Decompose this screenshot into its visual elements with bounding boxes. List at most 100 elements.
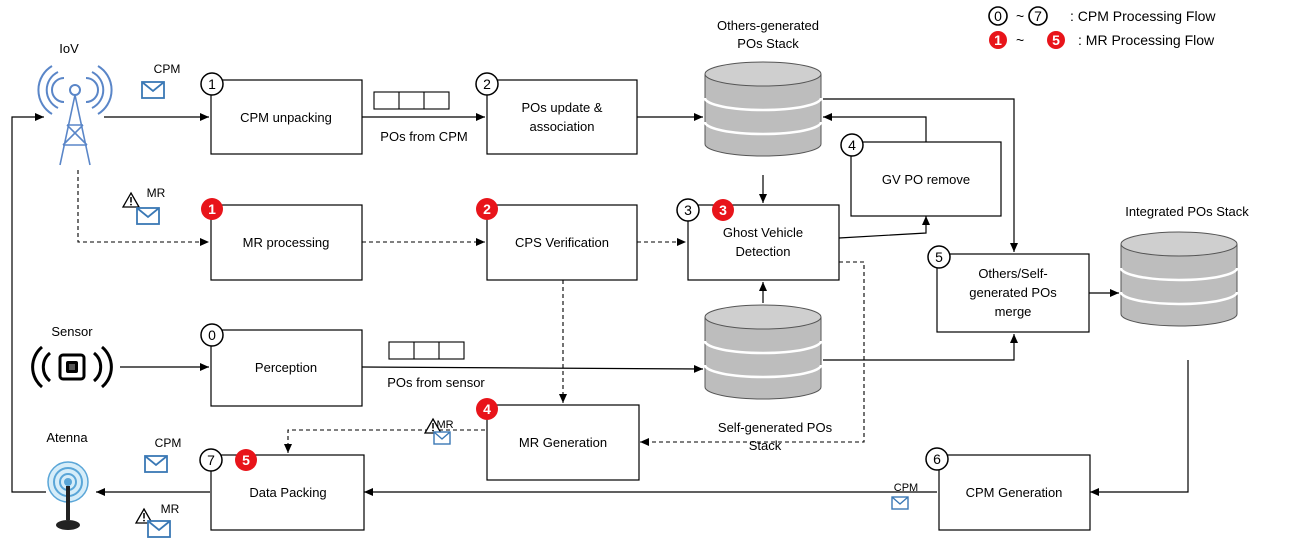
edge-gv-remove-to-others-stack xyxy=(823,113,927,142)
self-stack-label-2: Stack xyxy=(749,438,782,453)
box-mr-processing xyxy=(210,204,363,281)
box-cps-verification xyxy=(486,204,638,281)
self-stack-cylinder-icon xyxy=(703,303,823,401)
mr-gen-mr-message: MR xyxy=(424,418,454,445)
cpm-step-4: 4 xyxy=(848,137,856,153)
pos-from-sensor-label: POs from sensor xyxy=(387,375,485,390)
edge-mr-gen-to-packing xyxy=(284,429,485,453)
pos-from-cpm-label: POs from CPM xyxy=(380,129,467,144)
box-perception xyxy=(210,329,363,407)
packing-mr-label: MR xyxy=(161,502,180,516)
mr-gen-mr-label: MR xyxy=(436,419,453,431)
box-merge xyxy=(936,253,1090,333)
mr-step-3-badge xyxy=(712,199,734,221)
cpm-step-7-badge xyxy=(199,448,223,472)
cell-tower-icon xyxy=(37,65,113,166)
iov-tower: IoV xyxy=(37,41,113,166)
antenna-icon xyxy=(47,461,89,530)
cpm-gen-cpm-label: CPM xyxy=(894,482,918,494)
mr-step-2-badge xyxy=(476,198,498,220)
cpm-step-4-badge xyxy=(840,133,864,157)
edge-self-stack-to-merge xyxy=(823,334,1018,361)
box-perception-label: Perception xyxy=(255,360,317,375)
envelope-icon xyxy=(136,207,160,225)
cpm-gen-cpm-message: CPM xyxy=(891,482,918,510)
connectors xyxy=(11,98,1189,496)
edge-perception-to-self-stack xyxy=(361,364,704,373)
mr-step-4: 4 xyxy=(483,401,491,417)
packing-cpm-message: CPM xyxy=(144,436,182,473)
cpm-step-1-badge xyxy=(200,72,224,96)
iov-cpm-message: CPM xyxy=(141,62,181,99)
iov-label: IoV xyxy=(59,41,79,56)
box-cps-verification-label: CPS Verification xyxy=(515,235,609,250)
box-mr-generation xyxy=(486,404,640,481)
others-stack-label-1: Others-generated xyxy=(717,18,819,33)
others-stack-label-2: POs Stack xyxy=(737,36,799,51)
mr-step-5-badge xyxy=(235,449,257,471)
cpm-step-5: 5 xyxy=(935,249,943,265)
integrated-stack-label: Integrated POs Stack xyxy=(1125,204,1249,219)
iov-cpm-label: CPM xyxy=(154,62,181,76)
box-gv-remove-label: GV PO remove xyxy=(882,172,970,187)
legend-mr-start-badge xyxy=(989,31,1007,49)
box-ghost-label-2: Detection xyxy=(736,244,791,259)
mr-step-1: 1 xyxy=(208,201,216,217)
sensor: Sensor xyxy=(31,324,113,389)
packing-mr-message: MR xyxy=(135,502,180,538)
box-ghost-detection xyxy=(687,204,840,281)
antenna-label: Atenna xyxy=(46,430,88,445)
edge-others-stack-to-merge xyxy=(823,98,1018,252)
legend-cpm-start-badge xyxy=(988,6,1008,26)
po-queue-sensor: POs from sensor xyxy=(387,341,485,390)
envelope-icon xyxy=(147,520,171,538)
box-cpm-generation-label: CPM Generation xyxy=(966,485,1063,500)
legend: 0 ~ 7 : CPM Processing Flow 1 ~ 5 : MR P… xyxy=(988,6,1216,49)
cpm-step-6: 6 xyxy=(933,451,941,467)
cpm-step-6-badge xyxy=(925,447,949,471)
box-mr-processing-label: MR processing xyxy=(243,235,330,250)
envelope-icon xyxy=(433,431,451,445)
legend-cpm-end: 7 xyxy=(1034,8,1042,24)
warning-icon xyxy=(122,192,140,208)
edge-ghost-to-gv-remove xyxy=(838,216,930,239)
po-queue-cpm: POs from CPM xyxy=(373,91,468,144)
dashed-connectors xyxy=(77,170,865,453)
box-pos-update xyxy=(486,79,638,155)
cpm-step-badges: 1 2 3 4 5 0 6 7 xyxy=(199,72,951,472)
box-data-packing xyxy=(210,454,365,531)
legend-mr-label: : MR Processing Flow xyxy=(1078,32,1215,48)
box-cpm-generation xyxy=(938,454,1091,531)
cpm-step-2-badge xyxy=(475,72,499,96)
self-generated-stack: Self-generated POs Stack xyxy=(703,303,833,453)
cpm-step-1: 1 xyxy=(208,76,216,92)
cpm-step-3: 3 xyxy=(684,202,692,218)
box-merge-label-3: merge xyxy=(995,304,1032,319)
packing-cpm-label: CPM xyxy=(155,436,182,450)
sensor-icon xyxy=(31,345,113,389)
mr-step-5: 5 xyxy=(242,452,250,468)
mr-step-3: 3 xyxy=(719,202,727,218)
iov-mr-message: MR xyxy=(122,186,166,225)
mr-step-4-badge xyxy=(476,398,498,420)
edge-integrated-to-cpm-gen xyxy=(1090,360,1189,496)
legend-mr-end-badge xyxy=(1047,31,1065,49)
box-pos-update-label-2: association xyxy=(529,119,594,134)
cpm-step-5-badge xyxy=(927,245,951,269)
envelope-icon xyxy=(144,455,168,473)
cpm-step-7: 7 xyxy=(207,452,215,468)
legend-cpm-label: : CPM Processing Flow xyxy=(1070,8,1216,24)
edge-ghost-to-mr-gen xyxy=(640,261,865,446)
box-mr-generation-label: MR Generation xyxy=(519,435,607,450)
iov-mr-label: MR xyxy=(147,186,166,200)
legend-mr-start: 1 xyxy=(994,32,1002,48)
mr-step-1-badge xyxy=(201,198,223,220)
box-cpm-unpacking-label: CPM unpacking xyxy=(240,110,332,125)
envelope-icon xyxy=(141,81,165,99)
integrated-stack-cylinder-icon xyxy=(1119,230,1239,328)
legend-cpm-start: 0 xyxy=(994,8,1002,24)
box-gv-remove xyxy=(850,141,1002,217)
envelope-icon xyxy=(891,496,909,510)
edge-iov-to-mr-processing xyxy=(77,170,209,246)
others-generated-stack: Others-generated POs Stack xyxy=(703,18,823,158)
